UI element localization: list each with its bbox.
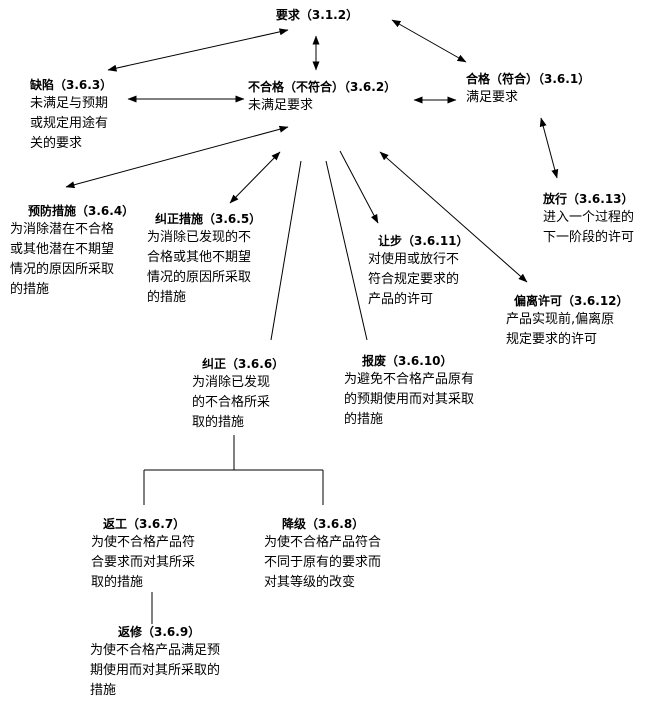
corrective-action-desc-line: 情况的原因所采取 — [147, 270, 252, 285]
requirement-title: 要求（3.1.2） — [275, 8, 359, 22]
requirement-node: 要求（3.1.2） — [262, 6, 372, 24]
defect-desc-line: 未满足与预期 — [30, 96, 109, 111]
defect-node: 缺陷（3.6.3） 未满足与预期 或规定用途有 关的要求 — [30, 76, 140, 154]
deviation-permit-desc-line: 产品实现前,偏离原 — [506, 312, 615, 327]
arrow-nonconformity-corrective-action — [229, 151, 281, 204]
arrow-nonconformity-preventive — [65, 125, 289, 189]
corrective-action-desc-line: 的措施 — [147, 290, 187, 305]
concession-desc-line: 产品的许可 — [368, 292, 434, 307]
corrective-action-title: 纠正措施（3.6.5） — [155, 212, 262, 226]
arrow-requirement-defect — [107, 28, 289, 72]
correction-title: 纠正（3.6.6） — [202, 357, 285, 371]
preventive-action-desc-line: 或其他潜在不期望 — [10, 242, 115, 257]
rework-node: 返工（3.6.7） 为使不合格产品符 合要求而对其所采 取的措施 — [91, 515, 221, 593]
corrective-action-node: 纠正措施（3.6.5） 为消除已发现的不 合格或其他不期望 情况的原因所采取 的… — [147, 210, 272, 308]
concession-desc-line: 对使用或放行不 — [368, 252, 460, 267]
repair-desc-line: 措施 — [90, 683, 117, 698]
release-title: 放行（3.6.13） — [543, 192, 634, 206]
concession-title: 让步（3.6.11） — [378, 234, 469, 248]
correction-desc-line: 为消除已发现 — [192, 375, 271, 390]
preventive-action-node: 预防措施（3.6.4） 为消除潜在不合格 或其他潜在不期望 情况的原因所采取 的… — [10, 202, 135, 300]
deviation-permit-title: 偏离许可（3.6.12） — [514, 294, 629, 308]
corrective-action-desc-line: 为消除已发现的不 — [147, 230, 252, 245]
nonconformity-desc-line: 未满足要求 — [248, 98, 314, 113]
concession-desc-line: 符合规定要求的 — [368, 272, 460, 287]
rework-title: 返工（3.6.7） — [103, 517, 186, 531]
conformity-node: 合格（符合）（3.6.1） 满足要求 — [466, 70, 606, 108]
repair-desc-line: 为使不合格产品满足预 — [90, 643, 221, 658]
arrow-conformity-release — [539, 117, 559, 179]
rework-desc-line: 为使不合格产品符 — [91, 535, 196, 550]
rework-desc-line: 取的措施 — [91, 575, 144, 590]
release-desc-line: 进入一个过程的 — [543, 210, 635, 225]
correction-desc-line: 取的措施 — [192, 415, 245, 430]
correction-node: 纠正（3.6.6） 为消除已发现 的不合格所采 取的措施 — [192, 355, 292, 433]
repair-title: 返修（3.6.9） — [118, 625, 201, 639]
preventive-action-desc-line: 为消除潜在不合格 — [10, 222, 115, 237]
scrap-desc-line: 为避免不合格产品原有 — [344, 372, 475, 387]
deviation-permit-node: 偏离许可（3.6.12） 产品实现前,偏离原 规定要求的许可 — [506, 292, 646, 350]
defect-desc-line: 或规定用途有 — [30, 116, 109, 131]
defect-title: 缺陷（3.6.3） — [30, 78, 113, 92]
scrap-title: 报废（3.6.10） — [362, 354, 453, 368]
preventive-action-desc-line: 的措施 — [10, 282, 50, 297]
rework-desc-line: 合要求而对其所采 — [91, 555, 196, 570]
preventive-action-desc-line: 情况的原因所采取 — [10, 262, 115, 277]
defect-desc-line: 关的要求 — [30, 136, 83, 151]
repair-desc-line: 期使用而对其所采取的 — [90, 663, 221, 678]
line-nonconformity-correction — [270, 160, 302, 341]
scrap-node: 报废（3.6.10） 为避免不合格产品原有 的预期使用而对其采取 的措施 — [344, 352, 494, 430]
arrow-nonconformity-deviation — [379, 151, 528, 283]
arrow-requirement-conformity — [391, 19, 467, 63]
line-nonconformity-scrap — [325, 160, 368, 341]
repair-node: 返修（3.6.9） 为使不合格产品满足预 期使用而对其所采取的 措施 — [90, 623, 250, 701]
corrective-action-desc-line: 合格或其他不期望 — [147, 250, 252, 265]
regrade-desc-line: 为使不合格产品符合 — [264, 535, 382, 550]
regrade-desc-line: 对其等级的改变 — [264, 575, 356, 590]
release-node: 放行（3.6.13） 进入一个过程的 下一阶段的许可 — [543, 190, 653, 248]
correction-desc-line: 的不合格所采 — [192, 395, 271, 410]
deviation-permit-desc-line: 规定要求的许可 — [506, 332, 598, 347]
arrow-nonconformity-concession — [339, 150, 379, 224]
scrap-desc-line: 的预期使用而对其采取 — [344, 392, 475, 407]
preventive-action-title: 预防措施（3.6.4） — [28, 204, 135, 218]
concession-node: 让步（3.6.11） 对使用或放行不 符合规定要求的 产品的许可 — [368, 232, 483, 310]
regrade-node: 降级（3.6.8） 为使不合格产品符合 不同于原有的要求而 对其等级的改变 — [264, 515, 404, 593]
regrade-desc-line: 不同于原有的要求而 — [264, 555, 382, 570]
conformity-title: 合格（符合）（3.6.1） — [466, 72, 591, 86]
regrade-title: 降级（3.6.8） — [282, 517, 365, 531]
scrap-desc-line: 的措施 — [344, 412, 384, 427]
nonconformity-title: 不合格（不符合）（3.6.2） — [248, 80, 397, 94]
nonconformity-node: 不合格（不符合）（3.6.2） 未满足要求 — [248, 78, 418, 116]
conformity-desc-line: 满足要求 — [466, 90, 519, 105]
release-desc-line: 下一阶段的许可 — [543, 230, 635, 245]
